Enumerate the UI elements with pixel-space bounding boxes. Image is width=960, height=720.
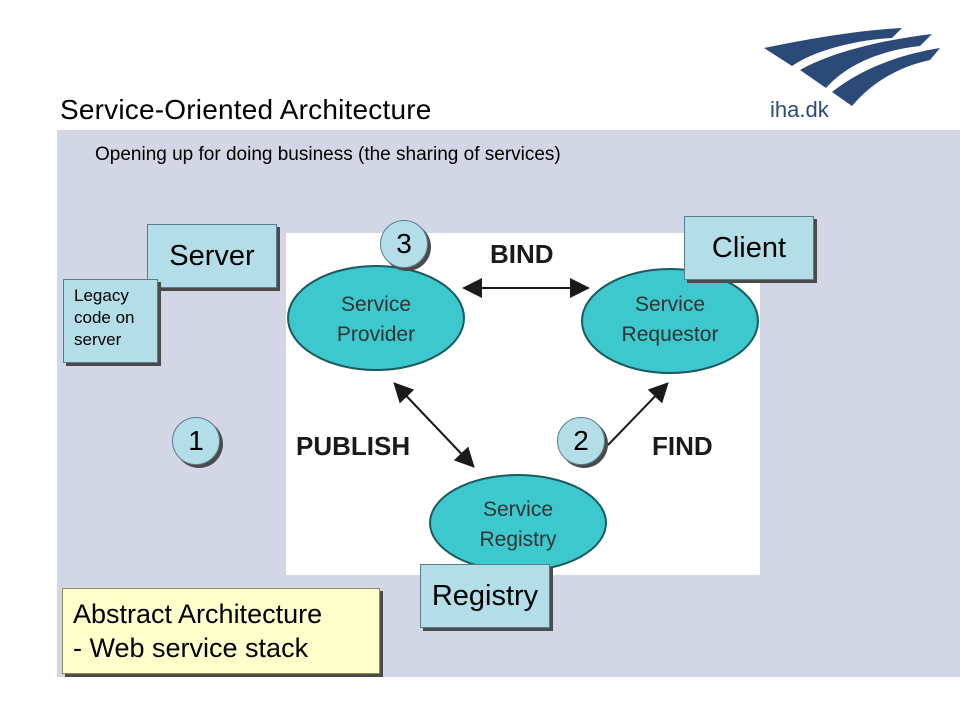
slide-title: Service-Oriented Architecture <box>60 94 432 125</box>
requestor-line-1: Service <box>635 293 705 316</box>
legacy-line-1: Legacy <box>74 286 129 305</box>
abstract-line-1: Abstract Architecture <box>73 599 323 629</box>
find-arrow <box>607 382 669 446</box>
logo-text: iha.dk <box>770 97 829 122</box>
iha-logo-icon <box>764 28 940 106</box>
soa-diagram-svg: Service Provider Service Requestor Servi… <box>287 239 759 572</box>
client-callout: Client <box>684 216 814 280</box>
slide-subtitle: Opening up for doing business (the shari… <box>95 144 561 165</box>
service-registry-ellipse <box>429 474 607 572</box>
registry-line-1: Service <box>483 498 553 521</box>
service-provider-ellipse <box>287 265 465 371</box>
registry-line-2: Registry <box>479 528 557 551</box>
provider-line-2: Provider <box>337 323 415 346</box>
abstract-line-2: - Web service stack <box>73 633 309 663</box>
find-label: FIND <box>652 431 713 461</box>
publish-arrow <box>393 382 475 468</box>
server-callout: Server <box>147 224 277 288</box>
service-requestor-ellipse <box>581 268 759 374</box>
legacy-code-callout: Legacy code on server <box>63 279 158 363</box>
registry-callout: Registry <box>420 564 550 628</box>
legacy-line-2: code on <box>74 308 135 327</box>
legacy-line-3: server <box>74 330 122 349</box>
provider-line-1: Service <box>341 293 411 316</box>
bind-label: BIND <box>490 239 554 269</box>
abstract-architecture-note: Abstract Architecture - Web service stac… <box>62 588 380 674</box>
step-2-badge: 2 <box>557 417 605 465</box>
step-1-badge: 1 <box>172 417 220 465</box>
soa-diagram: Service Provider Service Requestor Servi… <box>286 233 760 575</box>
publish-label: PUBLISH <box>296 431 410 461</box>
step-3-badge: 3 <box>380 220 428 268</box>
requestor-line-2: Requestor <box>622 323 719 346</box>
